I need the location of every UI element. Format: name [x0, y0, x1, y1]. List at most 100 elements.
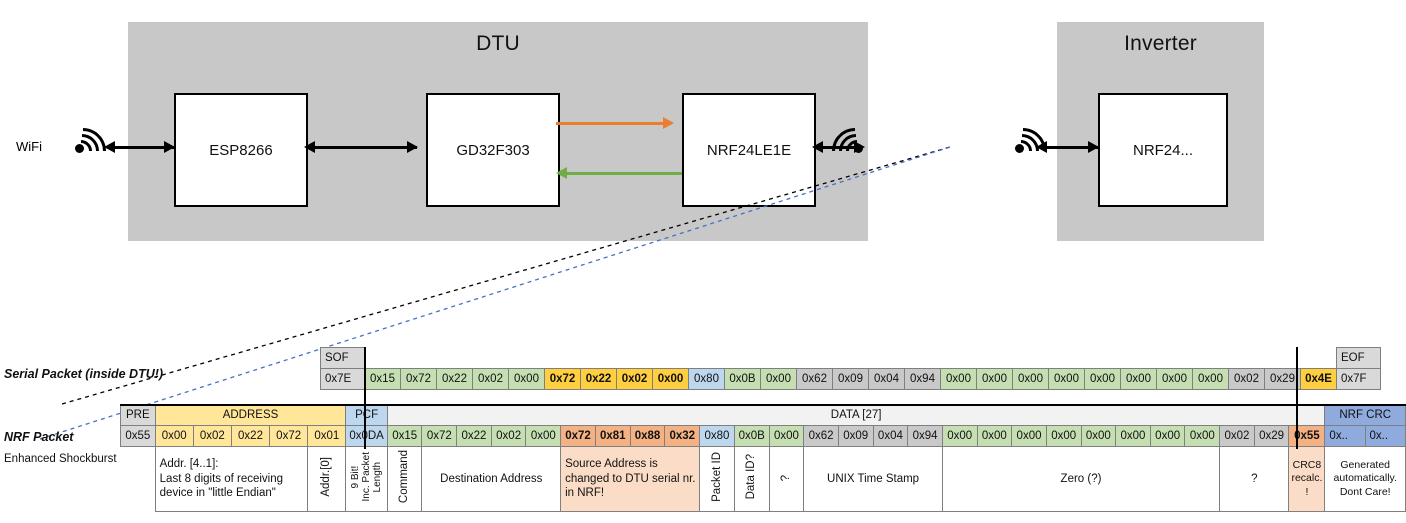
- desc-data-id-text: Data ID?: [745, 453, 758, 500]
- arrowhead-left-gd32-rx: [556, 167, 567, 179]
- serial-byte-cell: 0x00: [1048, 368, 1085, 390]
- arrowhead-right-nrf24: [1088, 141, 1099, 153]
- serial-byte-cell: 0x00: [652, 368, 689, 390]
- pre-value: 0x55: [120, 425, 156, 447]
- serial-byte-cell: 0x00: [976, 368, 1013, 390]
- serial-byte-cell: 0x00: [1012, 368, 1049, 390]
- serial-byte-cell: 0x00: [1084, 368, 1121, 390]
- desc-crc-note: Generated automatically. Dont Care!: [1324, 446, 1406, 512]
- nrf-byte-cell: 0x32: [664, 425, 701, 447]
- inverter-title: Inverter: [1124, 32, 1197, 55]
- nrf-byte-cell: 0x00: [1115, 425, 1151, 447]
- wifi-label: WiFi: [16, 139, 42, 154]
- desc-addr0-text: Addr.[0]: [320, 456, 333, 497]
- nrf-packet-table: PRE ADDRESS PCF DATA [27] NRF CRC 0x55 0…: [120, 404, 1406, 512]
- address-byte: 0x00: [154, 425, 194, 447]
- packet-boundary-rule: [364, 347, 366, 449]
- desc-crc8: CRC8 recalc. !: [1288, 446, 1326, 512]
- nrf-byte-cell: 0x55: [1288, 425, 1326, 447]
- nrf-description-row: Addr. [4..1]:Last 8 digits of receiving …: [121, 446, 1406, 512]
- link-antenna-nrf24: [1044, 146, 1098, 149]
- nrf-byte-cell: 0x00: [1149, 425, 1186, 447]
- serial-byte-cell: 0x62: [796, 368, 833, 390]
- serial-byte-cell: 0x72: [400, 368, 437, 390]
- nrf-byte-cell: 0x00: [1011, 425, 1047, 447]
- desc-address: Addr. [4..1]:Last 8 digits of receiving …: [154, 446, 309, 512]
- nrf-byte-cell: 0x22: [456, 425, 492, 447]
- desc-source: Source Address is changed to DTU serial …: [560, 446, 701, 512]
- arrowhead-right-nrf-tx: [663, 117, 674, 129]
- nrf-header-row: PRE ADDRESS PCF DATA [27] NRF CRC: [120, 404, 1406, 426]
- desc-command-text: Command: [398, 450, 411, 504]
- desc-unix-text: UNIX Time Stamp: [827, 472, 920, 485]
- desc-address-text: Addr. [4..1]:Last 8 digits of receiving …: [159, 457, 284, 500]
- serial-byte-cell: 0x00: [1156, 368, 1193, 390]
- nrf-byte-cell: 0x00: [1184, 425, 1221, 447]
- address-header: ADDRESS: [154, 404, 347, 426]
- desc-unknown-1: ?: [768, 446, 805, 512]
- nrf-table-top-rule: [120, 404, 1406, 406]
- serial-byte-cell: 0x02: [1228, 368, 1265, 390]
- nrf-byte-cell: 0x62: [803, 425, 839, 447]
- address-byte: 0x72: [269, 425, 309, 447]
- serial-byte-cell: 0x80: [688, 368, 725, 390]
- address-byte: 0x02: [192, 425, 232, 447]
- eof-header: EOF: [1336, 347, 1381, 369]
- nrf-byte-cell: 0x00: [1080, 425, 1117, 447]
- nrf-crc-byte: 0x..: [1324, 425, 1366, 447]
- desc-crc8-text: CRC8 recalc. !: [1291, 458, 1323, 498]
- serial-byte-cell: 0x00: [940, 368, 977, 390]
- desc-unknown-1-text: ?: [780, 475, 793, 482]
- system-block-diagram: DTU Inverter ESP8266 GD32F303 NRF24LE1E …: [16, 22, 1264, 241]
- serial-byte-cell: 0x4E: [1300, 368, 1337, 390]
- serial-byte-cell: 0x15: [364, 368, 401, 390]
- nrf-byte-cell: 0x88: [629, 425, 666, 447]
- serial-header-spacer: [365, 348, 1337, 369]
- nrf-byte-cell: 0x02: [1219, 425, 1255, 447]
- serial-byte-cell: 0x02: [616, 368, 653, 390]
- arrowhead-left-nrf: [812, 141, 823, 153]
- pcf-value: 0x0DA: [345, 425, 388, 447]
- nrf-byte-cell: 0x0B: [733, 425, 770, 447]
- nrf-byte-cell: 0x72: [421, 425, 458, 447]
- serial-byte-cell: 0x22: [436, 368, 473, 390]
- nrf-byte-cell: 0x94: [907, 425, 943, 447]
- link-esp-gd32: [313, 146, 417, 149]
- serial-byte-cell: 0x00: [1120, 368, 1157, 390]
- link-gd32-to-nrf-tx: [556, 122, 671, 125]
- arrowhead-left-wifi: [104, 141, 115, 153]
- address-byte: 0x01: [307, 425, 347, 447]
- nrf-crc-byte: 0x..: [1364, 425, 1406, 447]
- nrf-byte-cell: 0x29: [1253, 425, 1290, 447]
- desc-packet-id: Packet ID: [699, 446, 735, 512]
- link-nrf-to-gd32-rx: [566, 172, 682, 175]
- arrowhead-right-antenna-dtu: [854, 141, 865, 153]
- chip-gd32f303: GD32F303: [426, 93, 560, 207]
- sof-header: SOF: [320, 347, 365, 369]
- pcf-header: PCF: [345, 404, 388, 426]
- packet-structure-diagram: Serial Packet (inside DTU!) NRF Packet E…: [0, 340, 1406, 523]
- desc-command: Command: [386, 446, 423, 512]
- nrf-byte-cell: 0x81: [594, 425, 631, 447]
- pre-header: PRE: [120, 404, 156, 426]
- chip-esp8266: ESP8266: [174, 93, 308, 207]
- crc-header: NRF CRC: [1324, 404, 1406, 426]
- dtu-title: DTU: [476, 32, 520, 55]
- desc-data-id: Data ID?: [733, 446, 770, 512]
- desc-packet-id-text: Packet ID: [710, 451, 723, 502]
- arrowhead-left-esp: [304, 141, 315, 153]
- address-byte: 0x22: [230, 425, 271, 447]
- packet-boundary-rule: [1296, 347, 1298, 449]
- desc-unknown-2: ?: [1219, 446, 1290, 512]
- serial-byte-cell: 0x09: [832, 368, 869, 390]
- desc-source-text: Source Address is changed to DTU serial …: [565, 457, 696, 500]
- eof-value: 0x7F: [1336, 368, 1381, 390]
- nrf-byte-cell: 0x80: [699, 425, 735, 447]
- serial-byte-cell: 0x04: [868, 368, 905, 390]
- nrf-byte-cell: 0x00: [976, 425, 1013, 447]
- desc-pre-empty: [121, 447, 156, 512]
